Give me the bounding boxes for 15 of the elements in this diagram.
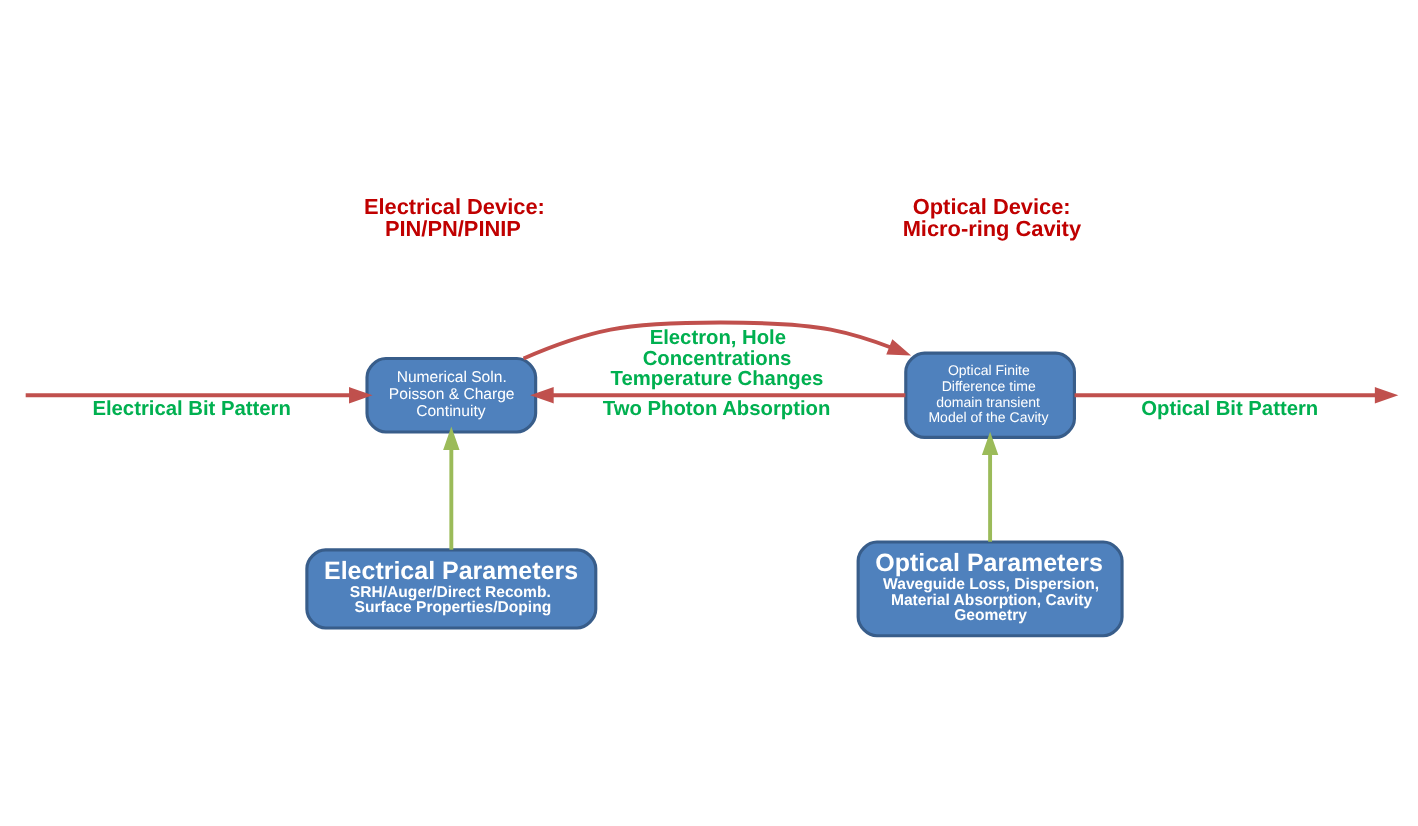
arrow xyxy=(1074,386,1399,403)
arrow xyxy=(981,430,999,541)
node-box: Numerical Soln. Poisson & Charge Continuity xyxy=(365,356,538,433)
arrow xyxy=(443,425,460,549)
label: Electrical Device: PIN/PN/PINIP xyxy=(363,195,545,242)
edge-label: Optical Bit Pattern xyxy=(1141,397,1319,420)
node-box: Electrical Parameters SRH/Auger/Direct Recomb. Surface Properties/Doping xyxy=(305,547,598,629)
node-box: Optical Parameters Waveguide Loss, Dispersion, Material Absorption, Cavity Geometry xyxy=(856,539,1124,637)
arrow xyxy=(25,386,373,403)
arrow xyxy=(522,319,912,360)
edge-label: Electron, Hole Concentrations Temperature Changes xyxy=(610,327,824,390)
arrow xyxy=(530,386,906,403)
edge-label: Two Photon Absorption xyxy=(602,397,831,420)
label: Optical Device: Micro-ring Cavity xyxy=(902,195,1082,242)
edge-label: Electrical Bit Pattern xyxy=(92,397,291,420)
